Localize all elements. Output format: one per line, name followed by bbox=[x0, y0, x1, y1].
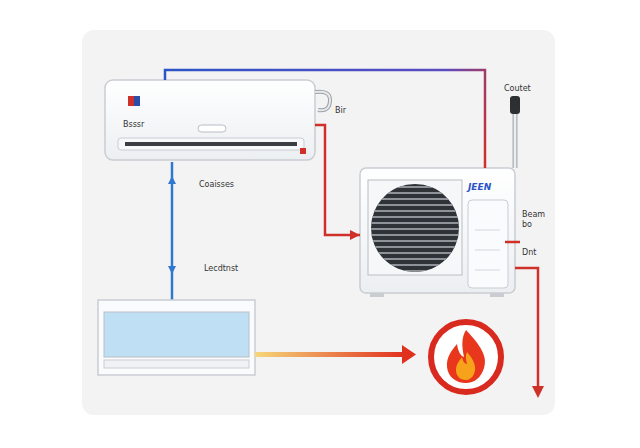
outdoor-unit-box: JEEN bbox=[360, 168, 515, 293]
indoor-unit bbox=[105, 80, 330, 160]
part-label: Beam bo bbox=[522, 210, 548, 229]
radiator-panel bbox=[98, 300, 255, 375]
fire-symbol bbox=[431, 322, 501, 392]
part-label: Coutet bbox=[504, 84, 531, 94]
drain-line bbox=[515, 268, 544, 398]
coolant-line bbox=[168, 162, 176, 300]
part-label: Dnt bbox=[522, 248, 536, 258]
pipe-connector bbox=[315, 125, 360, 240]
background-panel bbox=[82, 30, 555, 415]
indoor-unit-box: Bsssr bbox=[105, 80, 315, 160]
heat-arrow bbox=[255, 345, 416, 364]
part-label: Lecdtnst bbox=[204, 264, 238, 274]
part-label: Coaisses bbox=[199, 180, 234, 190]
outdoor-unit bbox=[360, 168, 520, 297]
part-label: Bir bbox=[335, 106, 346, 116]
unit-brand: JEEN bbox=[468, 182, 491, 192]
unit-brand: Bsssr bbox=[123, 120, 144, 129]
outlet-pipe bbox=[510, 96, 520, 168]
